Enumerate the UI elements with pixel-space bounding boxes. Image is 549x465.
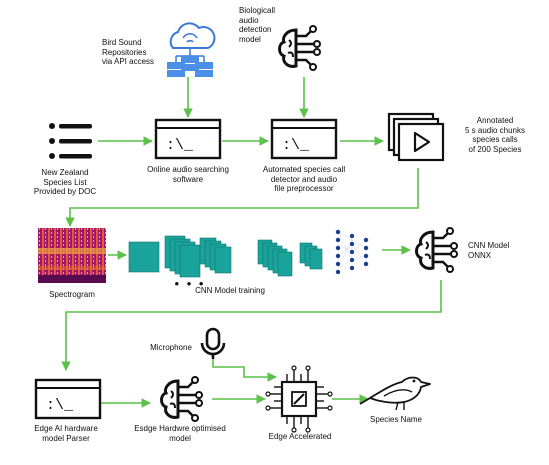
annotated-label: Annotated 5 s audio chunks species calls… xyxy=(464,116,526,154)
cnn-training-label: CNN Model training xyxy=(195,286,265,295)
brain-circuit-icon xyxy=(278,25,321,71)
spectrogram-label: Spectrogram xyxy=(49,290,95,299)
terminal-icon: :\_ xyxy=(270,118,338,160)
neural-net-graphic xyxy=(335,229,369,275)
layer-ellipsis: • • • xyxy=(174,276,206,291)
terminal-icon: :\_ xyxy=(154,118,222,160)
edge-accel-label: Edge Accelerated xyxy=(268,432,332,441)
chip-icon xyxy=(265,365,333,433)
cnn-onnx-label: CNN Model ONNX xyxy=(468,241,510,260)
brain-circuit-icon xyxy=(415,227,458,273)
list-icon xyxy=(49,123,92,159)
microphone-icon xyxy=(200,327,226,359)
arrow-mic-to-accel xyxy=(212,358,277,382)
brain-circuit-icon xyxy=(160,376,203,422)
auto-detector-label: Automated species call detector and audi… xyxy=(262,165,346,193)
bird-repos-label: Bird Sound Repositories via API access xyxy=(102,38,155,66)
nz-list-label: New Zealand Species List Provided by DOC xyxy=(33,168,97,196)
svg-text::\_: :\_ xyxy=(282,137,310,154)
media-play-icon xyxy=(387,112,445,162)
spectrogram-image xyxy=(38,228,106,283)
arrows xyxy=(61,77,442,408)
arrow-annotated-to-spectrogram xyxy=(65,168,419,227)
bio-model-label: Biologicall audio detection model xyxy=(239,6,276,44)
species-name-label: Species Name xyxy=(369,415,423,424)
online-search-label: Online audio searching software xyxy=(147,165,229,184)
microphone-label: Microphone xyxy=(150,343,192,352)
edge-parser-label: Edge AI hardware model Parser xyxy=(34,424,98,443)
svg-text::\_: :\_ xyxy=(166,137,194,154)
svg-text::\_: :\_ xyxy=(46,397,74,414)
bird-icon xyxy=(359,376,431,411)
edge-optimised-label: Esdge Hardwre optimised model xyxy=(134,424,226,443)
arrow-onnx-to-parser xyxy=(61,280,442,371)
terminal-icon: :\_ xyxy=(34,378,102,420)
cnn-layers xyxy=(128,235,323,278)
cloud-server-icon xyxy=(167,22,216,77)
